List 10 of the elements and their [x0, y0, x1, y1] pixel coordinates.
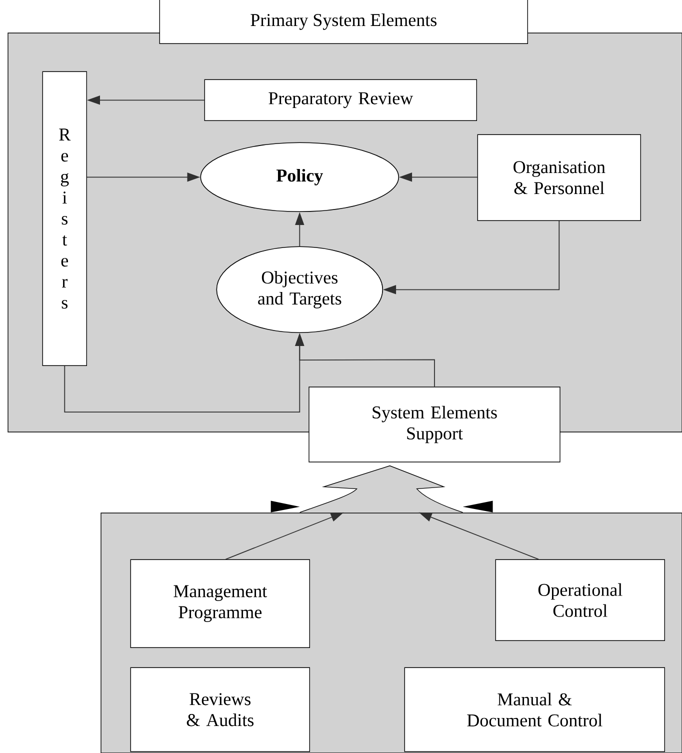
process-box: Preparatory Review: [204, 79, 477, 121]
process-box: Manual & Document Control: [404, 667, 665, 752]
process-box: Organisation & Personnel: [477, 134, 641, 221]
heading-box: Primary System Elements: [159, 0, 528, 44]
broad-arrow-drawing: [270, 465, 493, 513]
process-box: Reviews & Audits: [130, 667, 310, 752]
process-box: System Elements Support: [308, 386, 560, 462]
register-box: Registers: [42, 71, 87, 366]
process-box: Management Programme: [130, 559, 310, 648]
process-box: Operational Control: [495, 559, 665, 641]
